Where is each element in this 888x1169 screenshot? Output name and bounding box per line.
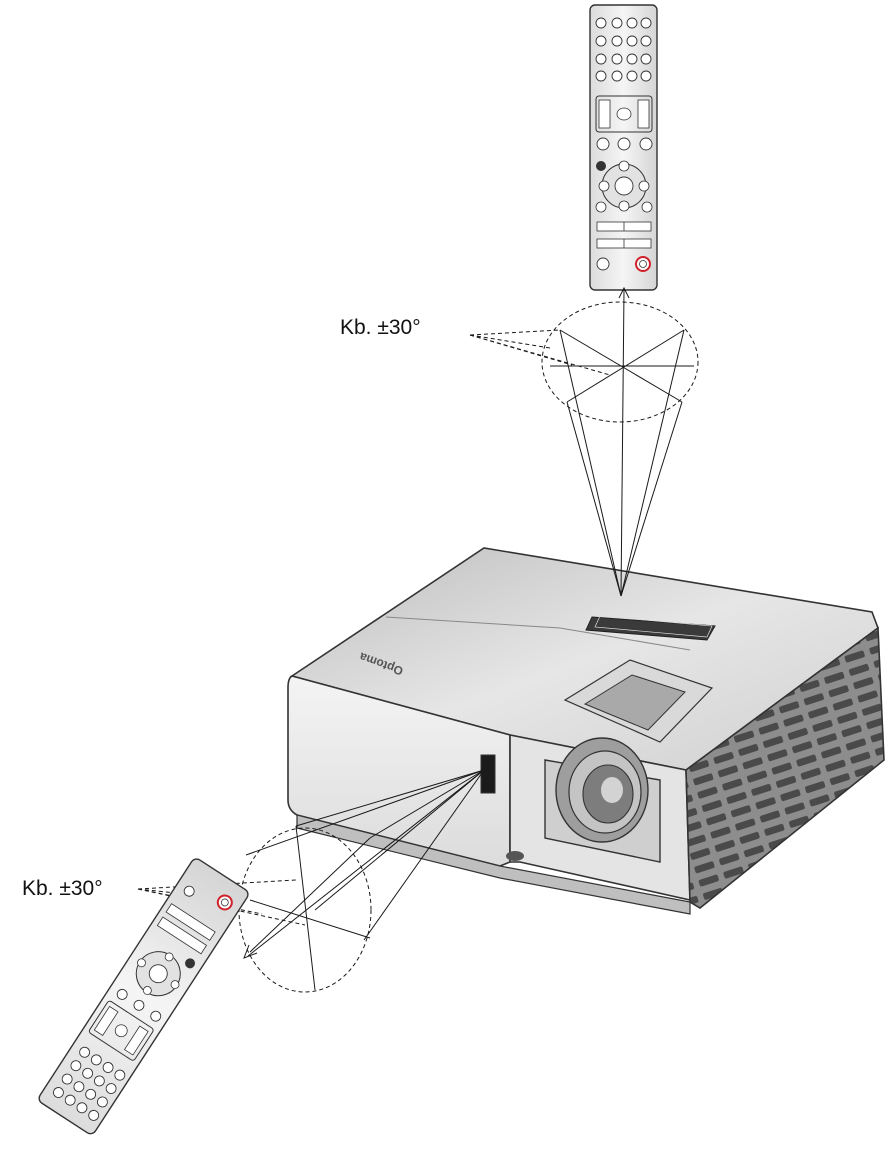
lens-icon bbox=[555, 737, 649, 843]
top-remote-dpad bbox=[595, 160, 653, 213]
bottom-remote-control bbox=[38, 858, 249, 1135]
top-angle-label: Kb. ±30° bbox=[340, 316, 421, 339]
top-signal-cone bbox=[469, 286, 699, 597]
top-remote-buttons-grid bbox=[595, 17, 652, 82]
bottom-power-button-icon bbox=[216, 894, 233, 911]
ir-receiver-icon bbox=[480, 754, 496, 794]
top-remote-control bbox=[589, 4, 658, 291]
projector-keypad bbox=[585, 615, 716, 641]
projector: Optoma bbox=[287, 547, 885, 915]
bottom-angle-label: Kb. ±30° bbox=[22, 877, 103, 900]
power-button-icon bbox=[635, 256, 651, 272]
